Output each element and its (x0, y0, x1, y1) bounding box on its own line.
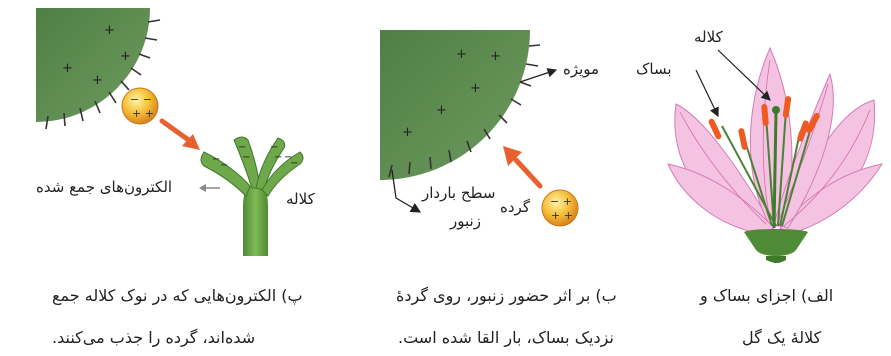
svg-text:−: − (290, 158, 298, 169)
caption-a-line1: الف) اجزای بساک و (700, 288, 833, 304)
caption-a-line2: کلالهٔ یک گل (742, 330, 821, 346)
caption-b-line2: نزدیک بساک، بار القا شده است. (398, 330, 614, 346)
svg-text:+: + (470, 81, 481, 96)
svg-text:+: + (92, 73, 103, 88)
svg-text:− −: − − (130, 93, 152, 106)
caption-b-line1: ب) بر اثر حضور زنبور، روی گردهٔ (396, 288, 617, 304)
svg-text:− +: − + (550, 195, 572, 208)
label-stigma-c: کلاله (286, 192, 315, 207)
svg-text:−: − (242, 152, 250, 163)
flower-receptacle (744, 229, 808, 256)
label-collected-electrons: الکترون‌های جمع شده (36, 180, 172, 195)
svg-text:+ +: + + (551, 209, 573, 222)
svg-text:+: + (120, 49, 131, 64)
svg-text:+: + (490, 49, 501, 64)
label-anther: بساک (636, 62, 672, 77)
label-hair: مویژه (563, 62, 599, 77)
caption-c-line1: پ) الکترون‌هایی که در نوک کلاله جمع (52, 288, 303, 304)
label-stigma-a: کلاله (694, 30, 723, 45)
stigma-stem-c (243, 186, 268, 256)
panel-a-flower (668, 48, 882, 263)
label-bee: زنبور (450, 214, 481, 229)
svg-text:+ +: + + (132, 107, 154, 120)
svg-text:−: − (220, 160, 228, 171)
label-pollen: گرده (500, 200, 530, 215)
svg-text:+: + (402, 125, 413, 140)
svg-text:+: + (456, 47, 467, 62)
svg-text:−: − (274, 152, 282, 163)
svg-text:+: + (436, 103, 447, 118)
svg-text:+: + (62, 61, 73, 76)
caption-c-line2: شده‌اند، گرده را جذب می‌کنند. (52, 330, 255, 346)
panel-c-illustration: + + + + − − + + −− −− −− −− (36, 8, 303, 256)
svg-text:+: + (104, 23, 115, 38)
label-charged-surface: سطح باردار (422, 186, 495, 201)
